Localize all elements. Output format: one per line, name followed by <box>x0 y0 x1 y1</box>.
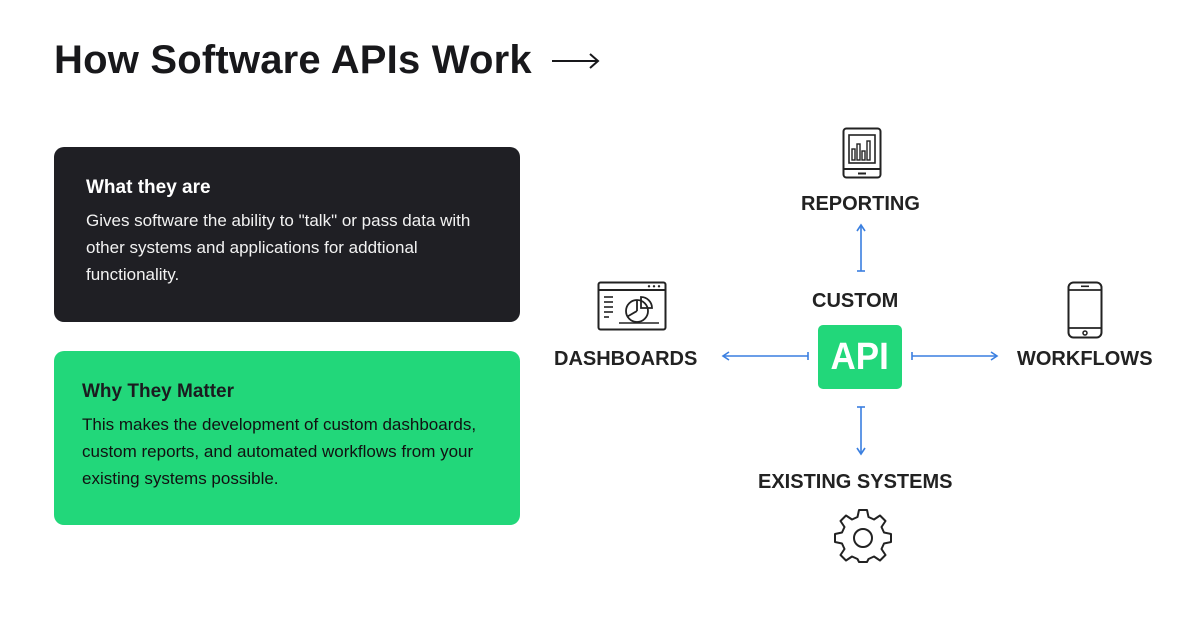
what-they-are-body: Gives software the ability to "talk" or … <box>86 211 471 284</box>
connector-down <box>856 406 866 456</box>
what-they-are-card: What they are Gives software the ability… <box>54 147 520 322</box>
connector-left <box>721 351 809 361</box>
page-title: How Software APIs Work <box>54 38 532 82</box>
center-label-custom: CUSTOM <box>812 290 899 312</box>
why-they-matter-heading: Why They Matter <box>82 381 235 402</box>
api-badge: API <box>818 325 902 389</box>
title-row: How Software APIs Work <box>54 38 602 83</box>
what-they-are-heading: What they are <box>86 177 211 198</box>
tablet-bar-chart-icon <box>842 127 882 179</box>
node-label-workflows: WORKFLOWS <box>1017 348 1153 370</box>
connector-right <box>911 351 999 361</box>
connector-up <box>856 223 866 272</box>
gear-icon <box>834 509 892 563</box>
browser-dashboard-icon <box>597 281 667 331</box>
node-label-existing-systems: EXISTING SYSTEMS <box>758 471 953 493</box>
why-they-matter-card: Why They Matter This makes the developme… <box>54 351 520 525</box>
long-right-arrow-icon <box>551 52 600 69</box>
node-label-reporting: REPORTING <box>801 193 920 215</box>
node-label-dashboards: DASHBOARDS <box>554 348 698 370</box>
api-badge-text: API <box>830 335 890 378</box>
why-they-matter-body: This makes the development of custom das… <box>82 415 477 488</box>
smartphone-icon <box>1067 281 1103 339</box>
